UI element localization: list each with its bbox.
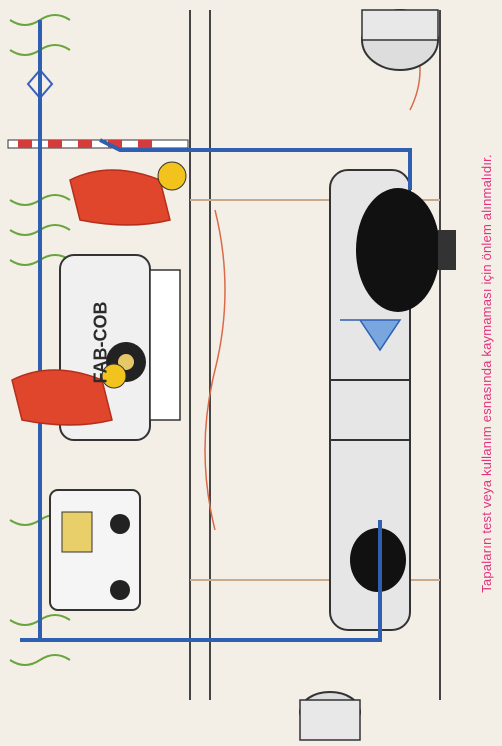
service-vehicle: [50, 490, 140, 610]
manhole-top: [362, 10, 438, 70]
barrier-fence: [8, 70, 188, 148]
safety-caption-text: Tapaların test veya kullanım esnasında k…: [479, 154, 494, 593]
safety-caption: Tapaların test veya kullanım esnasında k…: [474, 10, 498, 736]
truck-label: FAB-COB: [66, 330, 136, 354]
manhole-bottom: [300, 692, 360, 740]
worker-upper: [70, 162, 186, 225]
truck-label-text: FAB-COB: [91, 301, 112, 383]
